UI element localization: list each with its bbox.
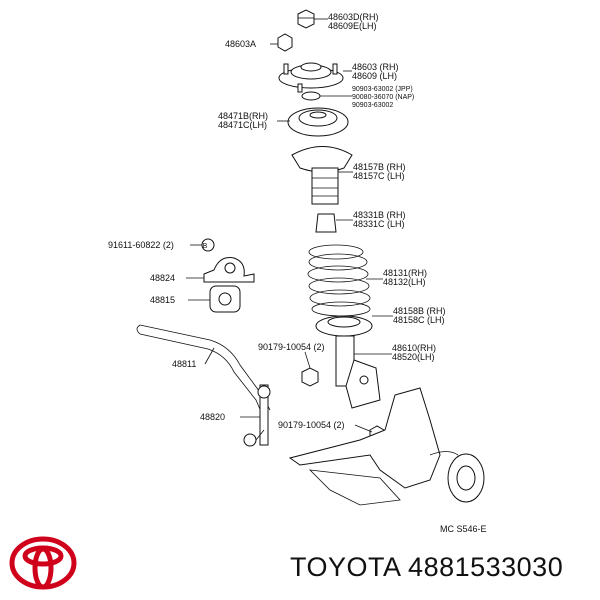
nut-part bbox=[277, 33, 293, 52]
part-label-p4-line-0: 90903-63002 (JPP) bbox=[352, 86, 413, 93]
part-label-p2-line-0: 48603A bbox=[225, 39, 256, 49]
part-label-p6-line-0: 48157B (RH) bbox=[353, 162, 406, 172]
part-label-p7-line-1: 48331C (LH) bbox=[353, 219, 405, 229]
bushing-bracket-part bbox=[203, 257, 255, 283]
part-label-p7-line-0: 48331B (RH) bbox=[353, 210, 406, 220]
stabilizer-bushing-part bbox=[209, 285, 241, 313]
spring-lower-seat-part bbox=[315, 315, 373, 337]
part-label-p16-line-0: 48820 bbox=[200, 412, 225, 422]
part-label-p10-line-0: 48131(RH) bbox=[383, 268, 427, 278]
footer-caption: TOYOTA 4881533030 bbox=[290, 552, 590, 592]
part-label-p5-line-0: 48471B(RH) bbox=[218, 111, 268, 121]
part-label-p3-line-1: 48609 (LH) bbox=[352, 71, 397, 81]
part-label-p1-line-1: 48609E(LH) bbox=[328, 21, 377, 31]
part-label-p14-line-1: 48520(LH) bbox=[392, 352, 435, 362]
bolt-marker-label: B bbox=[203, 243, 208, 250]
leader-lines bbox=[186, 18, 393, 433]
part-label-p12-line-0: 48158B (RH) bbox=[393, 306, 446, 316]
part-label-p10-line-1: 48132(LH) bbox=[383, 277, 426, 287]
spring-upper-seat-part bbox=[287, 107, 349, 137]
part-label-p1-line-0: 48603D(RH) bbox=[328, 12, 379, 22]
upper-support-part bbox=[278, 62, 344, 93]
bearing-ring-part bbox=[301, 91, 321, 101]
part-label-p11-line-0: 48815 bbox=[150, 295, 175, 305]
dust-boot-part bbox=[291, 146, 353, 205]
part-label-p5-line-1: 48471C(LH) bbox=[218, 120, 267, 130]
part-label-p4-line-2: 90903-63002 bbox=[352, 102, 393, 109]
part-number: 4881533030 bbox=[408, 552, 564, 582]
part-label-p17-line-0: 90179-10054 (2) bbox=[278, 420, 345, 430]
part-label-p13-line-0: 90179-10054 (2) bbox=[258, 342, 325, 352]
toyota-logo-icon bbox=[9, 536, 77, 590]
top-nut-part bbox=[297, 9, 315, 29]
part-label-p8-line-0: 91611-60822 (2) bbox=[108, 240, 174, 250]
stabilizer-bar-part bbox=[136, 324, 271, 415]
steering-knuckle-part bbox=[288, 387, 485, 506]
part-label-p3-line-0: 48603 (RH) bbox=[352, 62, 399, 72]
part-label-p9-line-0: 48824 bbox=[150, 273, 175, 283]
bump-stopper-part bbox=[315, 213, 337, 233]
link-nut-upper-part bbox=[301, 367, 319, 387]
coil-spring-part bbox=[307, 244, 371, 317]
part-label-p12-line-1: 48158C (LH) bbox=[393, 315, 445, 325]
brand-name: TOYOTA bbox=[290, 552, 401, 582]
part-labels: 48603D(RH)48609E(LH) 48603A 48603 (RH)4860… bbox=[108, 12, 446, 430]
part-label-p4-line-1: 90080-36070 (NAP) bbox=[352, 94, 414, 101]
stabilizer-link-part bbox=[243, 384, 271, 447]
part-label-p14-line-0: 48610(RH) bbox=[392, 343, 436, 353]
diagram-code: MC S546-E bbox=[440, 524, 487, 534]
part-label-p6-line-1: 48157C (LH) bbox=[353, 171, 405, 181]
part-label-p15-line-0: 48811 bbox=[172, 359, 196, 369]
shock-absorber-part bbox=[335, 335, 381, 409]
